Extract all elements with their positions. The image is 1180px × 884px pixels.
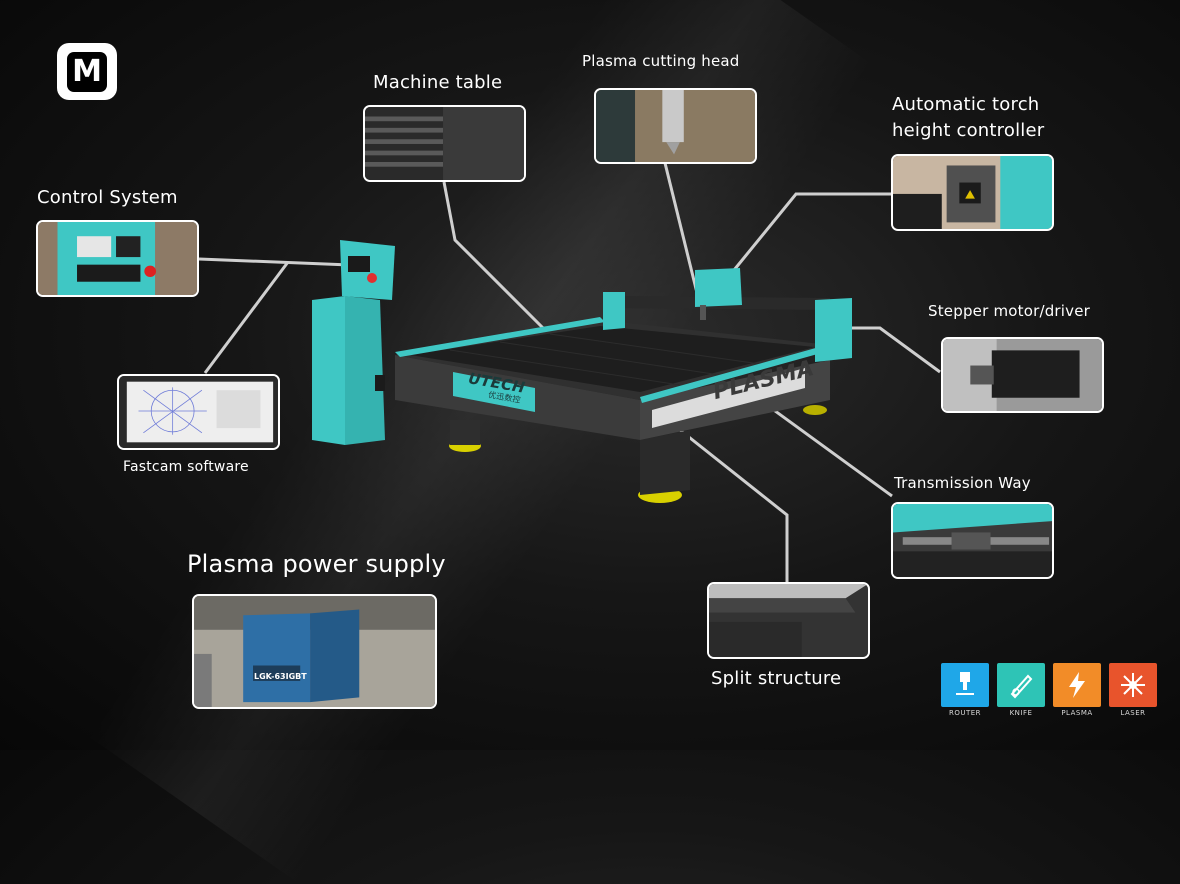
photo-power-supply[interactable]: LGK-63IGBT — [192, 594, 437, 709]
photo-fastcam[interactable] — [117, 374, 280, 450]
label-transmission: Transmission Way — [894, 474, 1031, 492]
badge-laser[interactable]: LASER — [1109, 663, 1157, 719]
line-fastcam — [203, 261, 290, 374]
power-unit-model-text: LGK-63IGBT — [254, 672, 307, 681]
badge-plasma[interactable]: PLASMA — [1053, 663, 1101, 719]
application-badges: ROUTER KNIFE PLASMA LA — [941, 663, 1157, 719]
photo-plasma-head[interactable] — [594, 88, 757, 164]
label-split-structure: Split structure — [711, 668, 842, 689]
badge-router[interactable]: ROUTER — [941, 663, 989, 719]
badge-laser-label: LASER — [1120, 709, 1146, 717]
logo-letter: M — [67, 51, 107, 92]
badge-plasma-tile — [1053, 663, 1101, 707]
badge-knife[interactable]: KNIFE — [997, 663, 1045, 719]
label-power-supply: Plasma power supply — [187, 550, 446, 578]
line-plasma-head — [663, 162, 702, 306]
photo-transmission[interactable] — [891, 502, 1054, 579]
line-split — [679, 428, 789, 582]
badge-router-tile — [941, 663, 989, 707]
label-fastcam: Fastcam software — [123, 459, 249, 475]
photo-split-structure[interactable] — [707, 582, 870, 659]
label-plasma-head: Plasma cutting head — [582, 52, 740, 70]
label-torch-height-line1: Automatic torch — [892, 94, 1040, 115]
router-icon — [956, 672, 974, 695]
label-torch-height: Automatic torch height controller — [892, 92, 1044, 144]
brand-logo[interactable]: M — [57, 43, 117, 100]
line-control-system — [198, 257, 351, 267]
photo-machine-table[interactable] — [363, 105, 526, 182]
lightning-icon — [1069, 672, 1085, 698]
line-torch-height — [728, 192, 892, 276]
photo-stepper[interactable] — [941, 337, 1104, 413]
knife-icon — [1010, 674, 1033, 699]
badge-laser-tile — [1109, 663, 1157, 707]
label-machine-table: Machine table — [373, 72, 503, 93]
callout-lines — [198, 162, 941, 582]
photo-torch-height[interactable] — [891, 154, 1054, 231]
badge-plasma-label: PLASMA — [1061, 709, 1093, 717]
badge-router-label: ROUTER — [948, 709, 982, 717]
laser-burst-icon — [1121, 673, 1145, 697]
label-torch-height-line2: height controller — [892, 120, 1045, 141]
badge-knife-label: KNIFE — [1009, 709, 1033, 717]
label-stepper: Stepper motor/driver — [928, 302, 1091, 320]
photo-control-system[interactable] — [36, 220, 199, 297]
line-stepper — [840, 326, 941, 374]
badge-knife-tile — [997, 663, 1045, 707]
label-control-system: Control System — [37, 187, 178, 208]
plasma-cutting-machine — [312, 240, 852, 503]
line-machine-table — [442, 181, 562, 347]
